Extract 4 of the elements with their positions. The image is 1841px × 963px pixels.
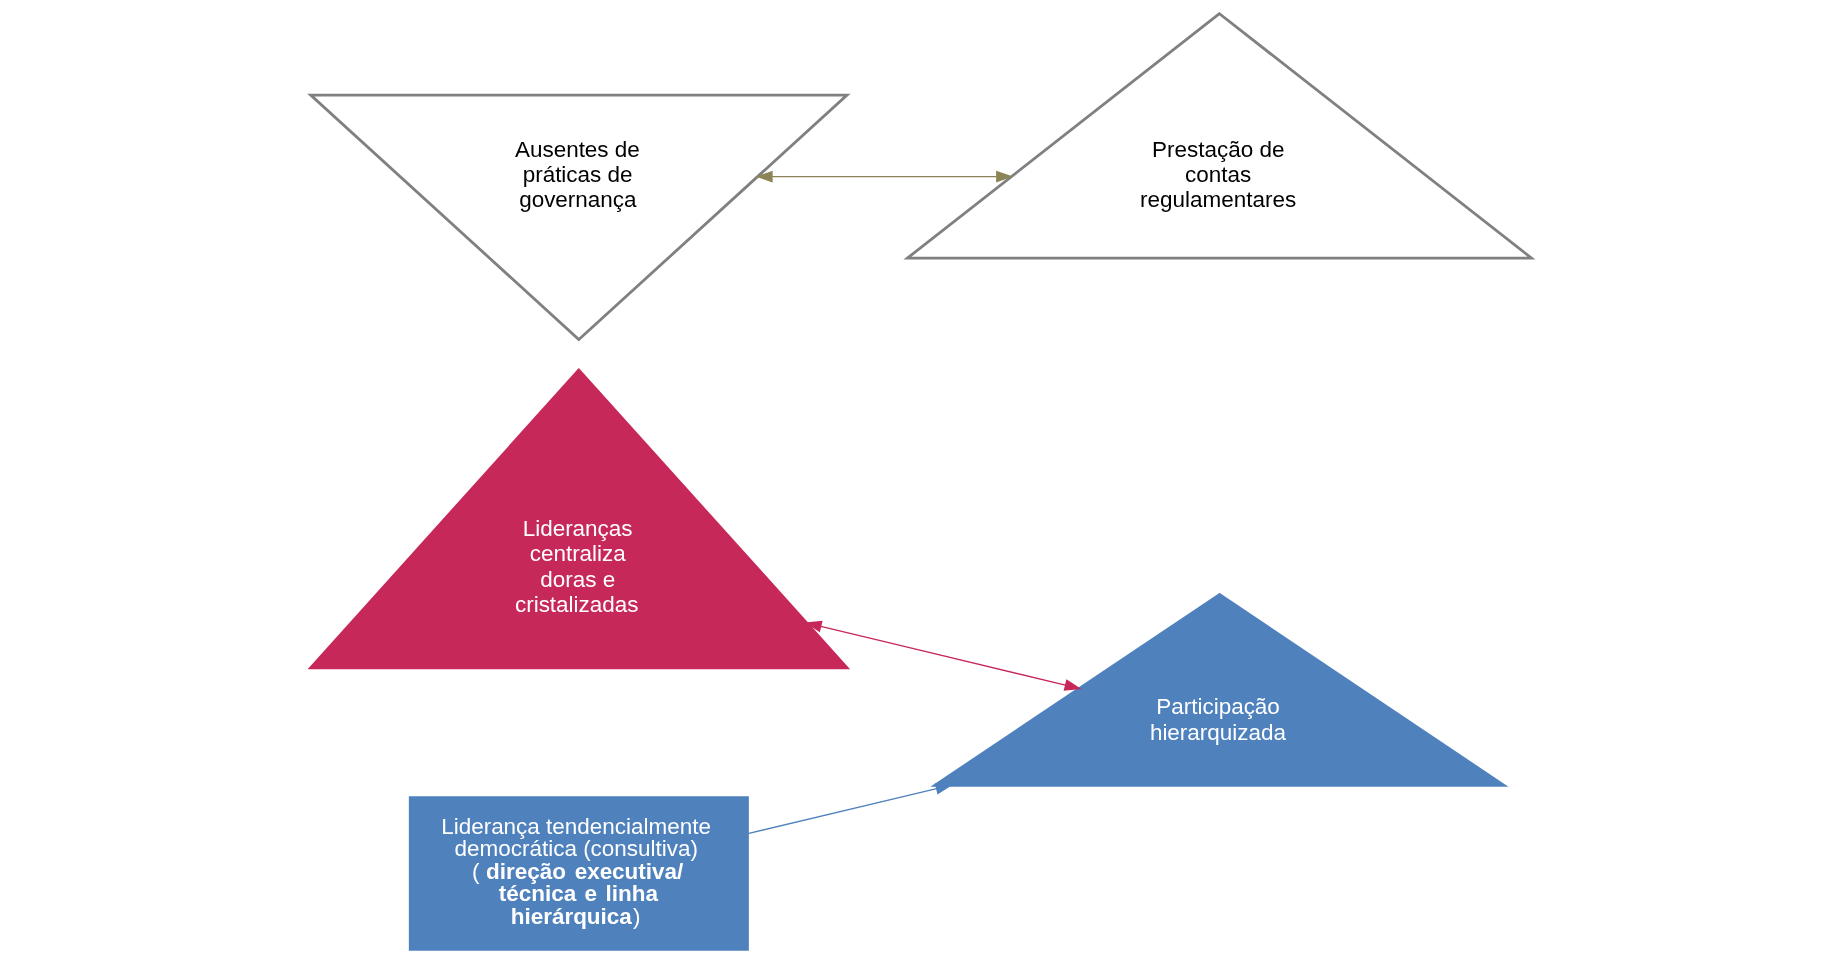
- arrow: [755, 170, 1013, 183]
- arrow: [804, 620, 1081, 691]
- node-box: Liderança tendencialmente democrática (consultiva) (direção executiva/ técnica e linha hierárquica): [408, 796, 749, 951]
- arrow: [746, 783, 952, 835]
